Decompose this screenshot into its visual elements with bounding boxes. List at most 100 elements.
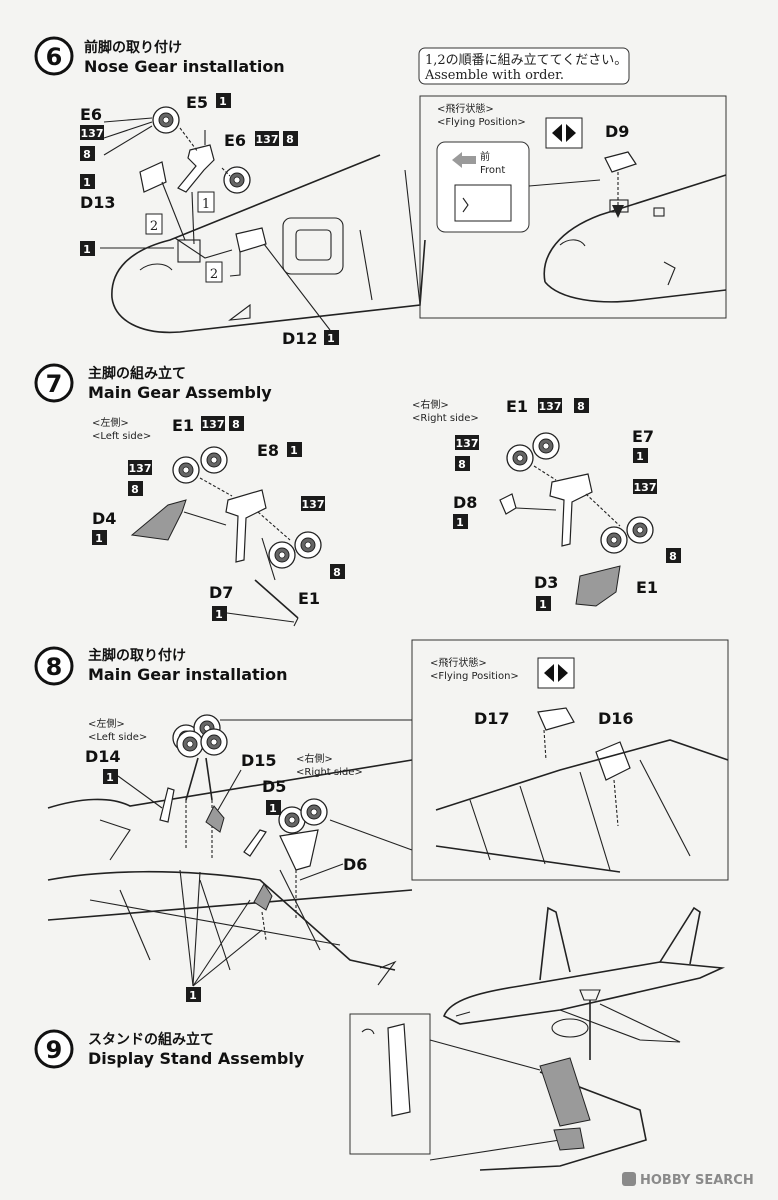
color-8-d: 8	[131, 483, 139, 496]
label-e1-7b: E1	[298, 589, 320, 608]
color-137-a: 137	[81, 127, 104, 140]
step-8-labels: D14 1 D15 D5 1 D6 1	[85, 747, 367, 1002]
color-8-f: 8	[577, 400, 585, 413]
d16-part	[595, 741, 631, 781]
label-e6-left: E6	[80, 105, 102, 124]
step-6-labels: E6 137 8 E5 1 E6 137 8 1 D13 1 D12 1	[80, 93, 339, 348]
left-main-gear: <左側> <Left side>	[92, 416, 322, 627]
label-d13: D13	[80, 193, 116, 212]
d17-part	[537, 707, 575, 731]
order-note-box	[418, 47, 630, 85]
label-e1-7c: E1	[506, 397, 528, 416]
flying-inset-step-8: <飛行状態> <Flying Position> D17 D16	[411, 639, 729, 881]
order-note-jp: 1,2の順番に組み立ててください。	[425, 53, 627, 68]
color-8-b: 8	[286, 133, 294, 146]
order-mark-2-left: 2	[150, 219, 158, 234]
color-1-b: 1	[83, 176, 91, 189]
left-side-jp-7: <左側>	[92, 416, 129, 429]
left-side-en-8: <Left side>	[88, 732, 147, 743]
step-8-left-bogie: <左側> <Left side>	[88, 714, 228, 860]
label-d17: D17	[474, 709, 510, 728]
color-1-l: 1	[269, 802, 277, 815]
color-1-k: 1	[106, 771, 114, 784]
direction-icon-8	[537, 657, 575, 689]
color-1-f: 1	[95, 532, 103, 545]
order-mark-2-right: 2	[210, 267, 218, 282]
color-1-d: 1	[327, 332, 335, 345]
nose-fuselage-drawing	[111, 154, 426, 334]
order-note: 1,2の順番に組み立ててください。 Assemble with order.	[418, 47, 630, 85]
right-main-gear-labels: E1 137 8 137 8 E7 1 137 8 E1 D8 1 D3 1	[453, 397, 681, 611]
right-main-gear: <右側> <Right side>	[412, 398, 654, 607]
label-e5: E5	[186, 93, 208, 112]
order-marks-step-6: 1 2 2	[145, 191, 223, 283]
step-6-title-en: Nose Gear installation	[84, 57, 285, 76]
label-d9: D9	[605, 122, 629, 141]
right-side-jp-7: <右側>	[412, 398, 449, 411]
watermark-text: HOBBY SEARCH	[640, 1173, 754, 1188]
label-e1-7d: E1	[636, 578, 658, 597]
flying-en-6: <Flying Position>	[437, 117, 526, 128]
step-6-circle	[34, 36, 74, 76]
step-6: 6 前脚の取り付け Nose Gear installation	[34, 36, 285, 76]
color-137-c: 137	[202, 418, 225, 431]
label-d15: D15	[241, 751, 277, 770]
right-side-en-8: <Right side>	[296, 767, 363, 778]
color-1-g: 1	[215, 608, 223, 621]
label-d4: D4	[92, 509, 116, 528]
step-7-title-jp: 主脚の組み立て	[88, 365, 186, 382]
step-8-title-en: Main Gear installation	[88, 665, 288, 684]
color-1-j: 1	[539, 598, 547, 611]
step-8: 8 主脚の取り付け Main Gear installation	[34, 646, 288, 686]
color-8-h: 8	[669, 550, 677, 563]
e6-wheel-left	[152, 106, 180, 134]
step-8-title-jp: 主脚の取り付け	[88, 647, 186, 664]
color-137-h: 137	[634, 481, 657, 494]
label-d3: D3	[534, 573, 558, 592]
color-137-f: 137	[539, 400, 562, 413]
color-137-b: 137	[256, 133, 279, 146]
label-e6-right: E6	[224, 131, 246, 150]
color-8-a: 8	[83, 148, 91, 161]
step-9-number: 9	[46, 1036, 63, 1064]
color-8-e: 8	[333, 566, 341, 579]
front-jp: 前	[480, 150, 490, 163]
color-1-a: 1	[219, 95, 227, 108]
label-d5: D5	[262, 777, 286, 796]
label-e7: E7	[632, 427, 654, 446]
left-side-jp-8: <左側>	[88, 717, 125, 730]
color-137-e: 137	[302, 498, 325, 511]
flying-jp-6: <飛行状態>	[437, 102, 494, 115]
label-d14: D14	[85, 747, 121, 766]
color-1-m: 1	[189, 989, 197, 1002]
color-1-c: 1	[83, 243, 91, 256]
e6-wheel-right	[223, 166, 251, 194]
color-8-c: 8	[232, 418, 240, 431]
d9-part	[604, 151, 637, 173]
color-137-d: 137	[129, 462, 152, 475]
color-1-e: 1	[290, 444, 298, 457]
label-d6: D6	[343, 855, 367, 874]
hobby-search-watermark: HOBBY SEARCH	[622, 1172, 754, 1188]
label-d7: D7	[209, 583, 233, 602]
left-side-en-7: <Left side>	[92, 431, 151, 442]
order-mark-1: 1	[202, 197, 210, 212]
step-9-title-en: Display Stand Assembly	[88, 1049, 305, 1068]
step-9: 9 スタンドの組み立て Display Stand Assembly	[34, 1029, 305, 1069]
direction-icon-6	[545, 117, 583, 149]
d13-door	[139, 161, 167, 193]
display-stand-drawing	[349, 1013, 647, 1171]
label-d12: D12	[282, 329, 318, 348]
step-7-number: 7	[46, 370, 63, 398]
color-137-g: 137	[456, 437, 479, 450]
step-7: 7 主脚の組み立て Main Gear Assembly	[34, 363, 272, 403]
watermark-logo-icon	[622, 1172, 636, 1186]
label-d8: D8	[453, 493, 477, 512]
color-8-g: 8	[458, 458, 466, 471]
color-1-h: 1	[636, 450, 644, 463]
step-8-right-bogie: <右側> <Right side>	[243, 752, 363, 941]
step-8-number: 8	[46, 653, 63, 681]
right-side-en-7: <Right side>	[412, 413, 479, 424]
left-main-gear-labels: E1 137 8 137 8 E8 1 137 8 E1 D4 1 D7 1	[92, 416, 345, 623]
